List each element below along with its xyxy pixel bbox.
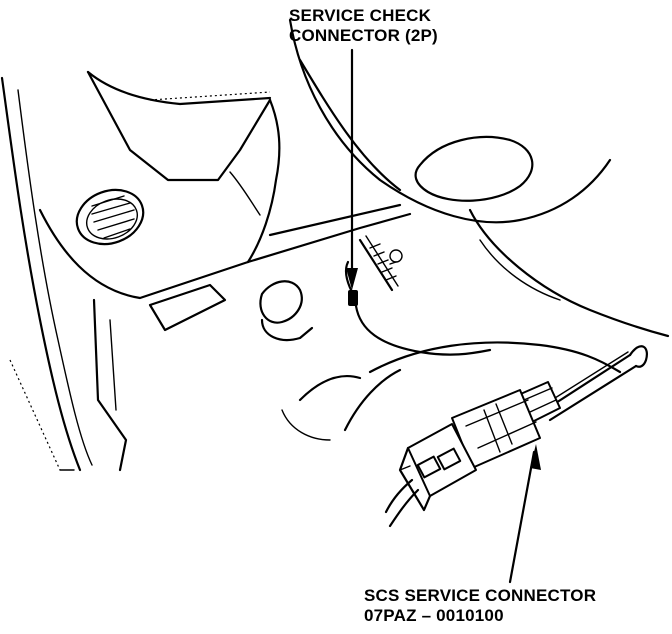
pedal-bracket — [92, 280, 314, 472]
scs-service-connector — [384, 345, 648, 528]
dash-lower-trim — [38, 70, 412, 300]
wire-harness — [358, 235, 403, 292]
service-check-connector-label-line1: SERVICE CHECK — [289, 6, 432, 25]
dash-side-panel — [0, 76, 93, 472]
scs-service-connector-label-line1: SCS SERVICE CONNECTOR — [364, 586, 597, 605]
service-check-connector-callout: SERVICE CHECK CONNECTOR (2P) — [289, 6, 438, 46]
steering-column — [288, 18, 612, 224]
service-check-connector — [344, 260, 492, 356]
scs-service-connector-callout: SCS SERVICE CONNECTOR 07PAZ – 0010100 — [364, 586, 596, 626]
leader-arrow-top — [346, 48, 358, 290]
scs-service-connector-label-line2: 07PAZ – 0010100 — [364, 606, 504, 625]
leader-arrow-bottom — [508, 444, 541, 584]
air-vent — [75, 188, 145, 246]
service-check-connector-label-line2: CONNECTOR (2P) — [289, 26, 438, 45]
floor-tunnel — [468, 208, 670, 338]
cover-panel — [281, 341, 622, 441]
